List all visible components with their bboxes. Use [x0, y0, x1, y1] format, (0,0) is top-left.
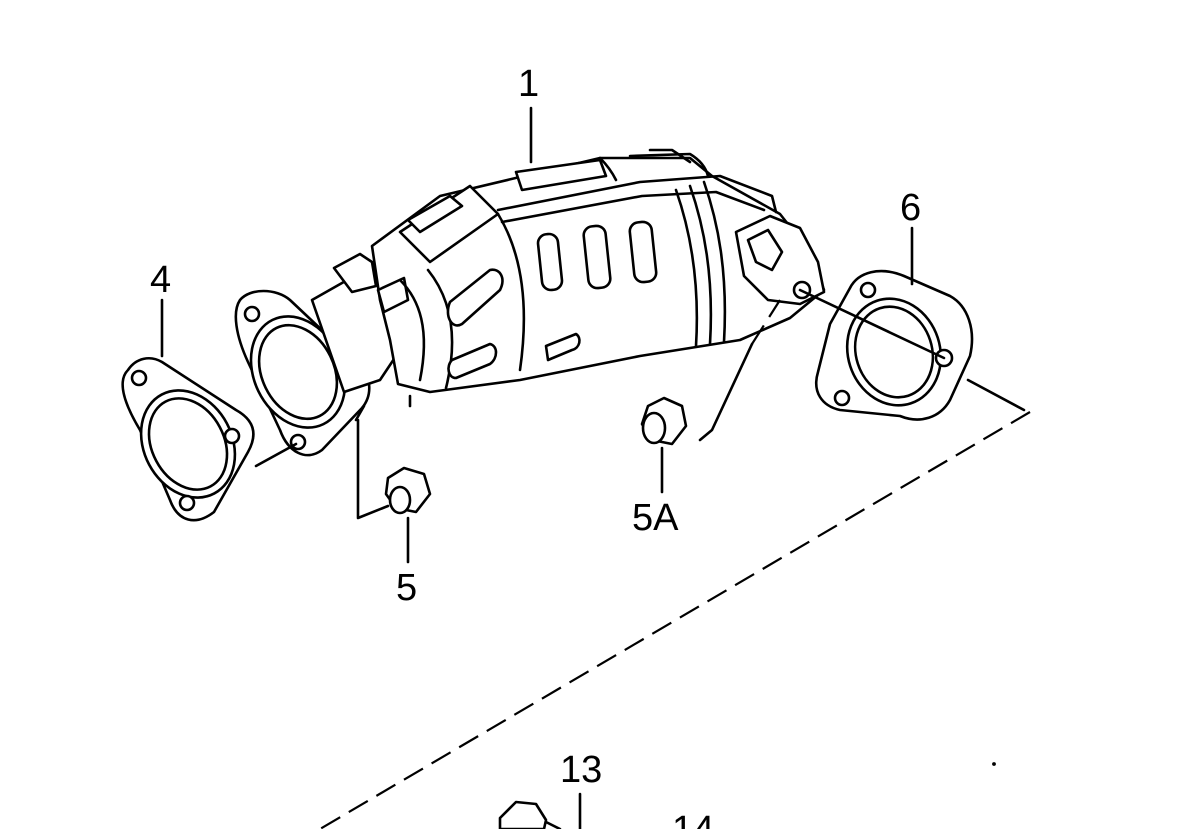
leader-5-bracket [356, 418, 390, 520]
stray-dot [992, 762, 996, 766]
catalytic-converter [310, 148, 826, 422]
callout-5a: 5A [632, 497, 679, 539]
callout-6: 6 [900, 187, 921, 229]
callout-4: 4 [150, 259, 171, 301]
callout-13: 13 [560, 749, 602, 791]
callout-1: 1 [518, 63, 539, 105]
bolt-13 [498, 800, 562, 829]
gasket-4 [121, 356, 255, 522]
callout-14: 14 [672, 809, 714, 829]
gasket-6 [798, 269, 974, 421]
callout-5: 5 [396, 567, 417, 609]
gasket-6-leader-to-centerline [966, 378, 1026, 412]
leader-5a-bracket [698, 342, 754, 442]
leader-5a-dashed [751, 299, 781, 345]
nut-5a [640, 396, 688, 446]
assembly-dashed-line [319, 411, 1031, 829]
converter-inlet-flange [234, 289, 371, 468]
nut-5 [384, 466, 432, 515]
